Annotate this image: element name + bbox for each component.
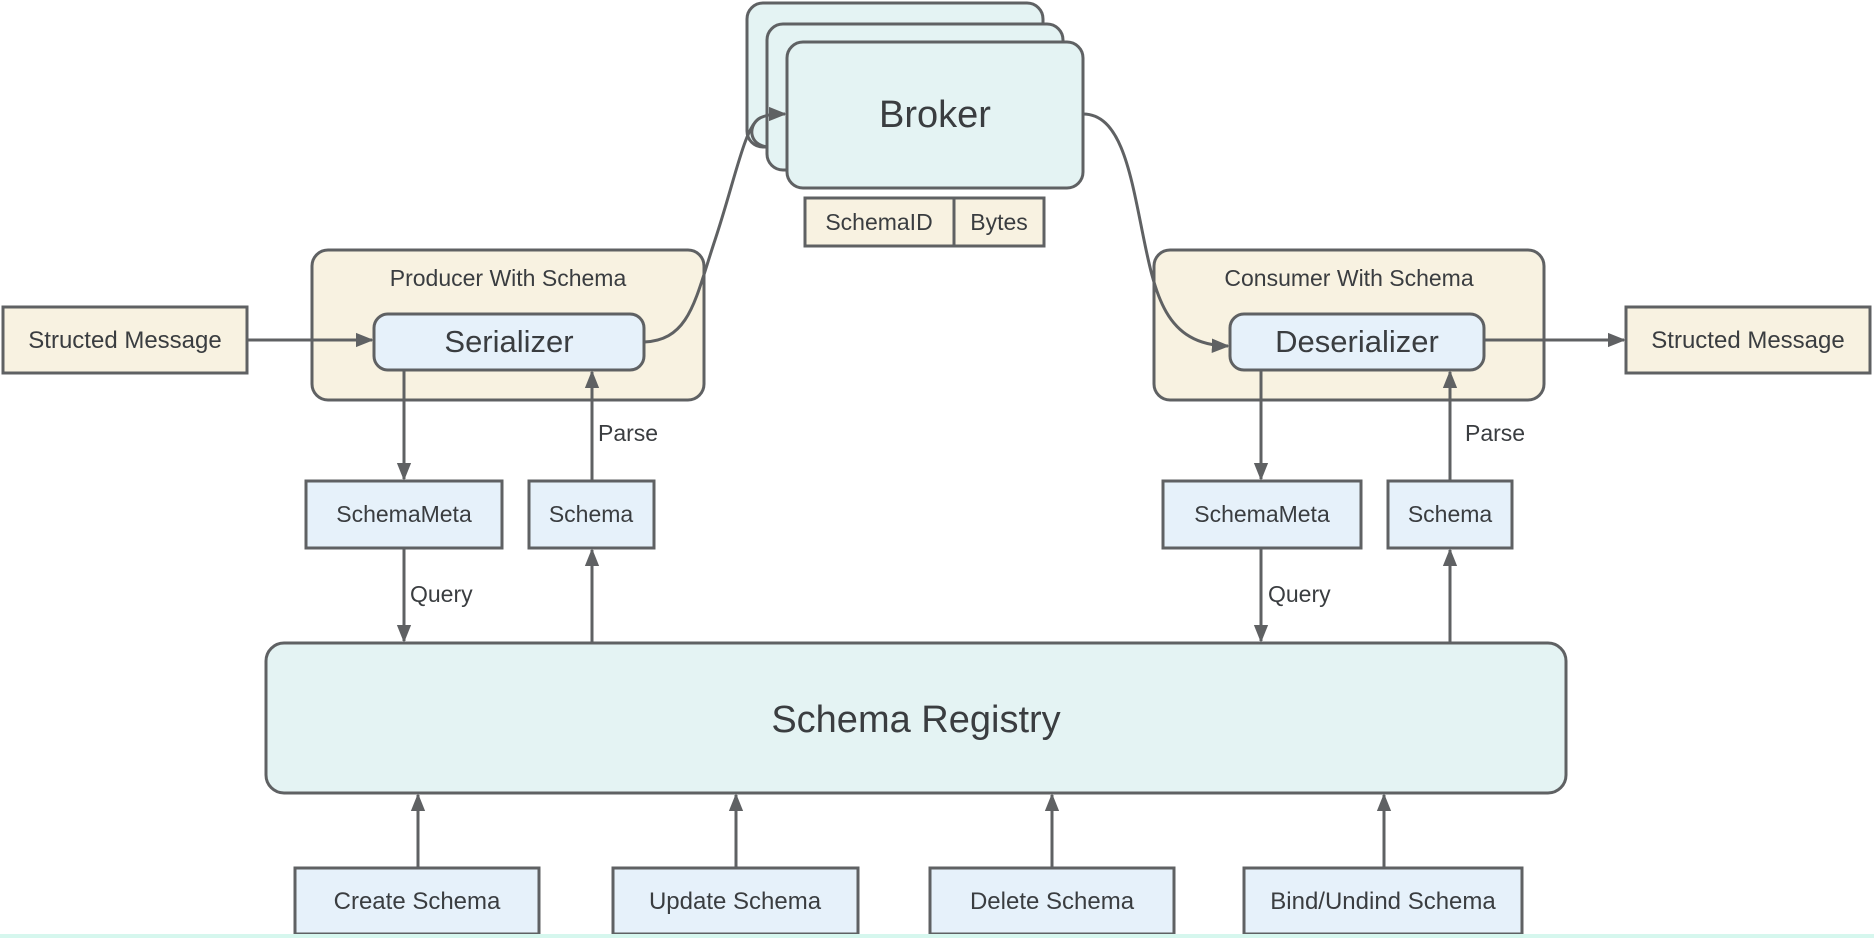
schema-registry-label: Schema Registry [771, 699, 1060, 741]
producer-schemameta-label: SchemaMeta [336, 501, 472, 527]
consumer-group: Consumer With Schema Deserializer [1152, 248, 1546, 402]
consumer-output-message[interactable] [1624, 305, 1872, 375]
producer-group: Producer With Schema Serializer [310, 248, 706, 402]
bind-undind-schema-label: Bind/Undind Schema [1270, 888, 1496, 915]
consumer-output-label: Structed Message [1651, 327, 1844, 354]
arrow-serializer-to-broker [643, 106, 787, 344]
schema-registry-box[interactable] [264, 641, 1568, 795]
bottom-accent-line [0, 934, 1874, 938]
consumer-query-label: Query [1268, 581, 1331, 607]
producer-parse-label: Parse [598, 420, 658, 446]
bytes-field [952, 196, 1046, 248]
producer-title: Producer With Schema [390, 265, 627, 291]
bytes-label: Bytes [970, 209, 1028, 235]
broker-loop-curve [750, 116, 769, 149]
update-schema-label: Update Schema [649, 888, 822, 915]
update-schema-box[interactable] [611, 866, 860, 936]
deserializer-box[interactable] [1228, 312, 1486, 372]
producer-input-label: Structed Message [28, 327, 221, 354]
producer-query-label: Query [410, 581, 473, 607]
serializer-label: Serializer [444, 324, 573, 359]
delete-schema-label: Delete Schema [970, 888, 1135, 915]
broker-stack: Broker [745, 1, 1085, 190]
producer-schema-label: Schema [549, 501, 634, 527]
consumer-title: Consumer With Schema [1224, 265, 1473, 291]
deserializer-label: Deserializer [1275, 324, 1439, 359]
create-schema-box[interactable] [293, 866, 541, 936]
consumer-parse-label: Parse [1465, 420, 1525, 446]
consumer-schema-box[interactable] [1386, 479, 1514, 550]
consumer-schemameta-label: SchemaMeta [1194, 501, 1330, 527]
consumer-schema-label: Schema [1408, 501, 1493, 527]
producer-schemameta-box[interactable] [304, 479, 504, 550]
message-format: SchemaID Bytes [803, 196, 1046, 248]
arrow-broker-to-deserializer [1082, 112, 1230, 353]
consumer-schemameta-box[interactable] [1161, 479, 1363, 550]
schema-id-label: SchemaID [825, 209, 932, 235]
bind-undind-schema-box[interactable] [1242, 866, 1524, 936]
producer-input-message[interactable] [1, 305, 249, 375]
create-schema-label: Create Schema [334, 888, 501, 915]
broker-label: Broker [879, 94, 991, 136]
producer-schema-box[interactable] [527, 479, 656, 550]
